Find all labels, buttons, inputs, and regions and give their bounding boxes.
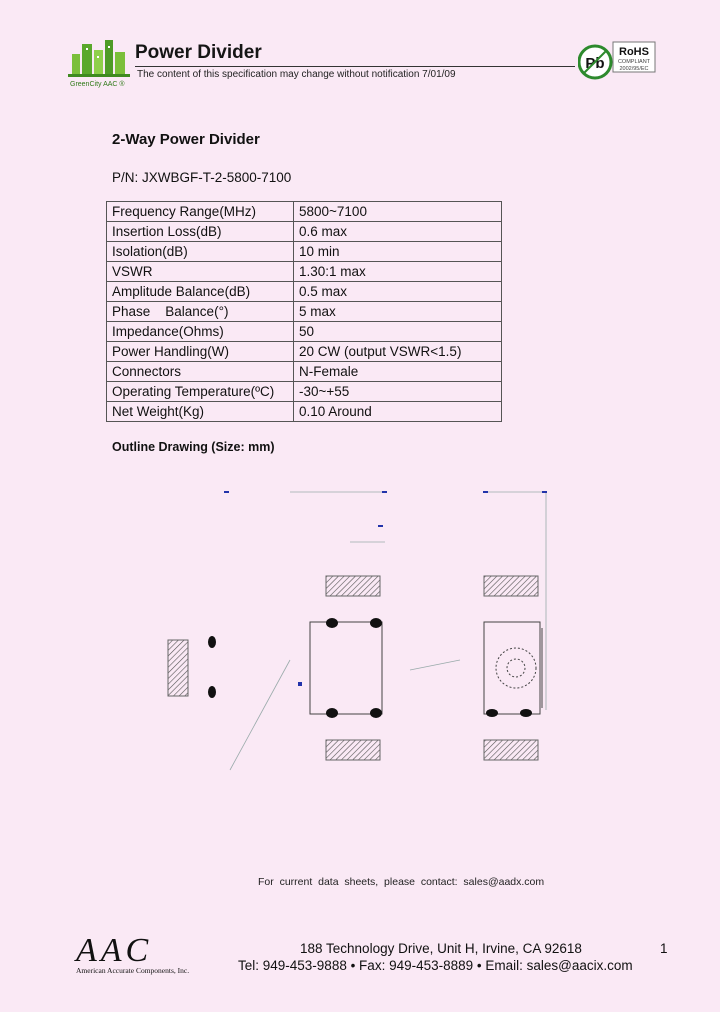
document-title: Power Divider	[135, 42, 262, 63]
spec-value: 5800~7100	[293, 201, 502, 222]
spec-value: 0.10 Around	[293, 401, 502, 422]
spec-param: Operating Temperature(ºC)	[106, 381, 294, 402]
spec-param: Phase Balance(°)	[106, 301, 294, 322]
outline-heading: Outline Drawing (Size: mm)	[112, 440, 275, 454]
table-row: Insertion Loss(dB)0.6 max	[106, 221, 502, 242]
spec-param: Power Handling(W)	[106, 341, 294, 362]
spec-param: Isolation(dB)	[106, 241, 294, 262]
spec-param: Connectors	[106, 361, 294, 382]
aac-logo: AAC American Accurate Components, Inc.	[76, 932, 216, 982]
spec-value: 0.5 max	[293, 281, 502, 302]
part-number: P/N: JXWBGF-T-2-5800-7100	[112, 170, 292, 185]
greencity-logo: GreenCity AAC ®	[66, 36, 136, 90]
table-row: Frequency Range(MHz)5800~7100	[106, 201, 502, 222]
contact-line: For current data sheets, please contact:…	[258, 876, 545, 888]
spec-param: Impedance(Ohms)	[106, 321, 294, 342]
spec-value: N-Female	[293, 361, 502, 382]
svg-text:COMPLIANT: COMPLIANT	[618, 59, 651, 65]
logo-text: GreenCity AAC ®	[70, 80, 125, 88]
spec-table: Frequency Range(MHz)5800~7100 Insertion …	[106, 201, 502, 422]
spec-param: VSWR	[106, 261, 294, 282]
spec-param: Insertion Loss(dB)	[106, 221, 294, 242]
outline-drawing	[167, 491, 547, 771]
company-phones: Tel: 949-453-9888 • Fax: 949-453-8889 • …	[238, 958, 633, 973]
table-row: Operating Temperature(ºC)-30~+55	[106, 381, 502, 402]
spec-param: Frequency Range(MHz)	[106, 201, 294, 222]
header-rule	[135, 66, 575, 67]
spec-value: 0.6 max	[293, 221, 502, 242]
company-name: American Accurate Components, Inc.	[76, 966, 190, 975]
table-row: Impedance(Ohms)50	[106, 321, 502, 342]
spec-value: 50	[293, 321, 502, 342]
table-row: Net Weight(Kg)0.10 Around	[106, 401, 502, 422]
table-row: Phase Balance(°)5 max	[106, 301, 502, 322]
svg-text:RoHS: RoHS	[619, 46, 649, 58]
page-number: 1	[660, 941, 668, 956]
company-address: 188 Technology Drive, Unit H, Irvine, CA…	[300, 941, 582, 956]
spec-value: 20 CW (output VSWR<1.5)	[293, 341, 502, 362]
table-row: Isolation(dB)10 min	[106, 241, 502, 262]
rohs-badge: Pb RoHS COMPLIANT 2002/95/EC	[577, 40, 658, 84]
svg-text:2002/95/EC: 2002/95/EC	[619, 66, 648, 72]
spec-param: Amplitude Balance(dB)	[106, 281, 294, 302]
table-row: Power Handling(W)20 CW (output VSWR<1.5)	[106, 341, 502, 362]
spec-param: Net Weight(Kg)	[106, 401, 294, 422]
change-notice: The content of this specification may ch…	[137, 69, 456, 80]
spec-value: 10 min	[293, 241, 502, 262]
aac-logo-mark: AAC	[76, 932, 153, 969]
table-row: Amplitude Balance(dB)0.5 max	[106, 281, 502, 302]
spec-value: 5 max	[293, 301, 502, 322]
spec-value: 1.30:1 max	[293, 261, 502, 282]
spec-value: -30~+55	[293, 381, 502, 402]
pb-free-icon: Pb RoHS COMPLIANT 2002/95/EC	[577, 41, 656, 80]
section-title: 2-Way Power Divider	[112, 131, 260, 148]
